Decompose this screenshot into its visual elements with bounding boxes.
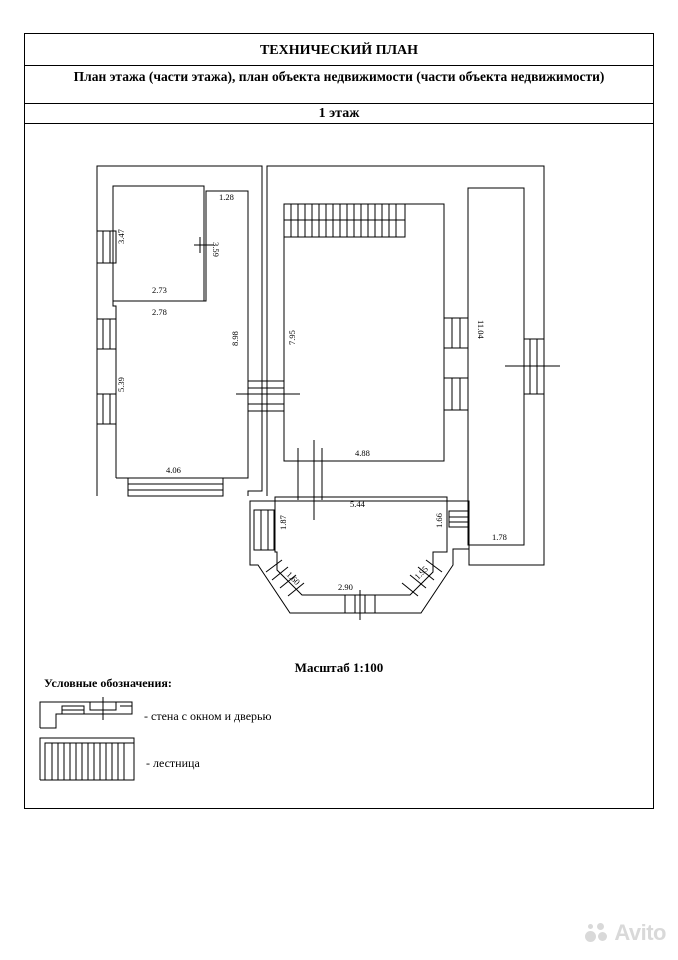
dim-2-90: 2.90 bbox=[338, 582, 353, 592]
legend-stairs-symbol bbox=[39, 737, 135, 781]
left-windows bbox=[96, 230, 117, 425]
dim-1-66: 1.66 bbox=[434, 513, 444, 528]
dim-4-06: 4.06 bbox=[166, 465, 181, 475]
dim-7-95: 7.95 bbox=[287, 330, 297, 345]
dim-1-28: 1.28 bbox=[219, 192, 234, 202]
passage bbox=[247, 380, 285, 412]
central-room bbox=[283, 203, 445, 462]
dim-1-87: 1.87 bbox=[278, 515, 288, 530]
dim-11-04: 11.04 bbox=[476, 320, 486, 340]
legend-wall-label: - стена с окном и дверью bbox=[144, 709, 272, 723]
avito-logo-icon bbox=[585, 923, 611, 943]
dim-1-78: 1.78 bbox=[492, 532, 507, 542]
bay-room-inner bbox=[274, 496, 448, 596]
dim-2-73: 2.73 bbox=[152, 285, 167, 295]
legend-title: Условные обозначения: bbox=[44, 676, 172, 690]
floor-label: 1 этаж bbox=[25, 104, 653, 124]
dim-5-44: 5.44 bbox=[350, 499, 366, 509]
scale-label: Масштаб 1:100 bbox=[294, 660, 384, 675]
dim-2-78: 2.78 bbox=[152, 307, 167, 317]
document-subtitle: План этажа (части этажа), план объекта н… bbox=[25, 66, 653, 104]
dim-5-39: 5.39 bbox=[116, 377, 126, 392]
dim-3-59: 3.59 bbox=[211, 242, 221, 257]
legend-wall-symbol bbox=[39, 697, 133, 729]
document-title: ТЕХНИЧЕСКИЙ ПЛАН bbox=[25, 34, 653, 66]
avito-watermark-text: Avito bbox=[614, 920, 666, 945]
dim-3-47: 3.47 bbox=[116, 229, 126, 244]
legend-stairs-label: - лестница bbox=[146, 756, 200, 770]
dim-8-98: 8.98 bbox=[230, 331, 240, 346]
dim-4-88: 4.88 bbox=[355, 448, 370, 458]
left-block-outer-wall bbox=[96, 165, 263, 496]
avito-watermark: Avito bbox=[585, 920, 666, 946]
bay-window-left bbox=[253, 509, 275, 551]
central-window-2 bbox=[443, 377, 469, 411]
staircase bbox=[283, 203, 406, 238]
left-block-inner-wall bbox=[112, 185, 249, 479]
dim-1-60: 1.60 bbox=[285, 569, 303, 587]
bay-window-right bbox=[448, 510, 470, 528]
plan-frame: ТЕХНИЧЕСКИЙ ПЛАН План этажа (части этажа… bbox=[24, 33, 654, 809]
bottom-window bbox=[127, 477, 224, 497]
central-window-1 bbox=[443, 317, 469, 349]
small-room bbox=[112, 185, 205, 302]
